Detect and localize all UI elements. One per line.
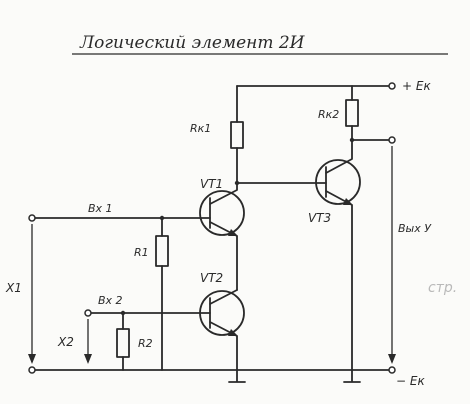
vt3-emitter-arrow: [343, 198, 353, 205]
rk1-resistor: [230, 121, 244, 149]
r2-label: R2: [138, 337, 153, 350]
x2-arrowhead: [84, 354, 92, 364]
rk2-resistor: [345, 99, 359, 127]
out-arrowhead: [388, 354, 396, 364]
vt2-emitter-arrow: [228, 329, 238, 336]
x1-arrowhead: [28, 354, 36, 364]
ground-symbol-vt3: [343, 369, 361, 383]
margin-note: стр.: [428, 280, 457, 296]
in2-terminal: [84, 309, 92, 317]
out-label: Вых У: [398, 222, 432, 235]
vt1-transistor: [199, 190, 245, 236]
ground-terminal-right: [388, 366, 396, 374]
diagram-title: Логический элемент 2И: [79, 33, 306, 53]
vcc-label: + Eк: [402, 79, 431, 93]
r2-resistor: [116, 328, 130, 358]
x1-label: X1: [5, 281, 22, 295]
vt1-label: VT1: [200, 177, 223, 191]
r1-resistor: [155, 235, 169, 267]
rk1-label: Rк1: [190, 122, 211, 135]
ground-symbol-vt2: [228, 369, 246, 383]
out-terminal: [388, 136, 396, 144]
vt3-label: VT3: [308, 211, 331, 225]
vt1-collector-junction: [234, 180, 240, 186]
out-junction: [349, 137, 355, 143]
vcc-terminal: [388, 82, 396, 90]
vt2-collector: [209, 289, 238, 305]
vt2-label: VT2: [200, 271, 223, 285]
ground-terminal-left: [28, 366, 36, 374]
in1-junction: [159, 215, 165, 221]
gnd-label: − Eк: [396, 374, 425, 388]
vt3-collector: [325, 139, 353, 174]
vt1-emitter-arrow: [228, 229, 238, 236]
x2-label: X2: [57, 335, 74, 349]
rk2-label: Rк2: [318, 108, 339, 121]
in2-label: Вх 2: [98, 294, 123, 307]
in1-terminal: [28, 214, 36, 222]
in1-label: Вх 1: [88, 202, 113, 215]
vt1-collector: [209, 182, 238, 205]
vt2-emitter: [209, 321, 238, 371]
vt3-transistor: [315, 159, 361, 205]
r1-label: R1: [134, 246, 149, 259]
in2-junction: [120, 310, 126, 316]
